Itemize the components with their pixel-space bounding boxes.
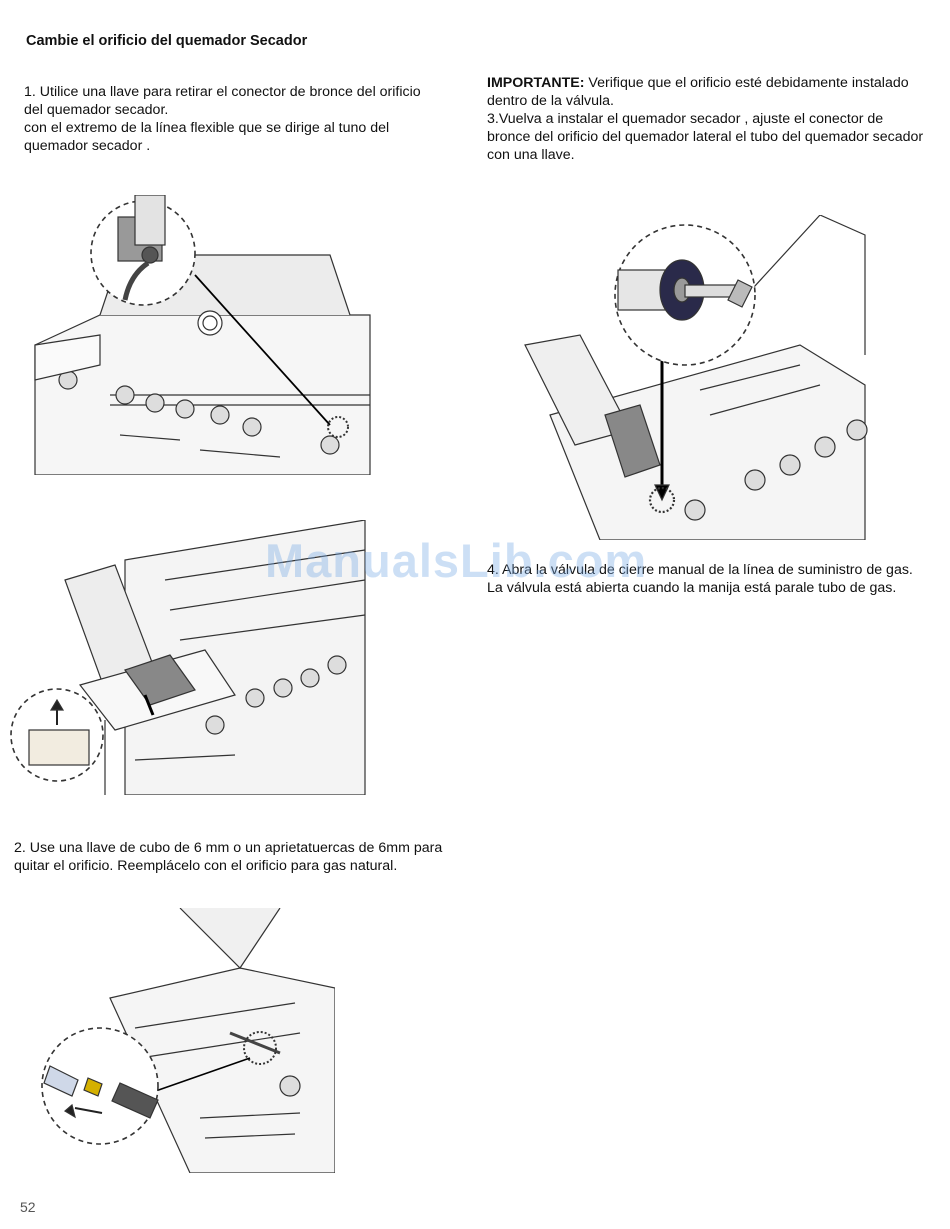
figure-grill-dryer-burner (5, 520, 370, 795)
important-text: Verifique que el orificio esté debidamen… (487, 75, 909, 109)
step-1-text: 1. Utilice una llave para retirar el con… (24, 83, 434, 155)
step-1-line-2: con el extremo de la línea flexible que … (24, 120, 390, 154)
important-note: IMPORTANTE: Verifique que el orificio es… (487, 74, 927, 164)
page-number: 52 (20, 1199, 36, 1215)
figure-orifice-valve (520, 215, 870, 540)
step-3-text: 3.Vuelva a instalar el quemador secador … (487, 111, 924, 163)
watermark: ManualsLib.com (265, 534, 648, 587)
step-2-text: 2. Use una llave de cubo de 6 mm o un ap… (14, 840, 443, 874)
step-4-text: 4. Abra la válvula de cierre manual de l… (487, 562, 913, 596)
step-1-line-1: 1. Utilice una llave para retirar el con… (24, 84, 421, 118)
page-title: Cambie el orificio del quemador Secador (26, 33, 308, 49)
figure-grill-flex-line (30, 195, 380, 475)
figure-orifice-removal (40, 908, 335, 1173)
important-label: IMPORTANTE: (487, 75, 585, 91)
